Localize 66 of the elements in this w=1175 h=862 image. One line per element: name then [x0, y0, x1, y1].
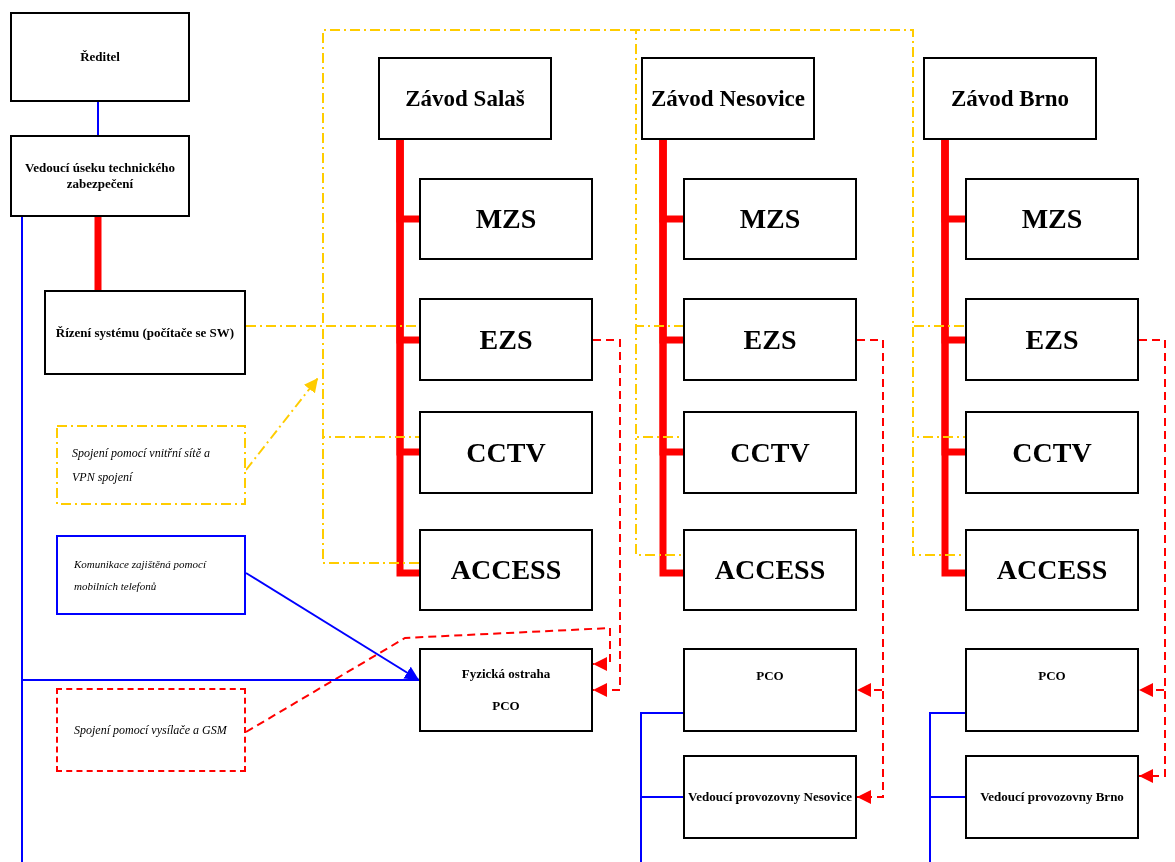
connector-line: [396, 140, 419, 577]
box-text: EZS: [1025, 322, 1079, 357]
org-box: [10, 12, 190, 102]
box-text: Řízení systému (počítače se SW): [55, 324, 235, 341]
box-text: PCO: [756, 668, 784, 684]
box-text: MZS: [1021, 202, 1083, 236]
org-box: [378, 57, 552, 140]
box-text: Vedoucí provozovny Nesovice: [688, 789, 852, 805]
org-box: [683, 648, 857, 732]
box-text: MZS: [739, 202, 801, 236]
box-text: EZS: [479, 322, 533, 357]
box-text: ACCESS: [450, 553, 562, 587]
org-box: [923, 57, 1097, 140]
org-box: [965, 178, 1139, 260]
org-box: [683, 755, 857, 839]
box-text: ACCESS: [714, 553, 826, 587]
box-text: CCTV: [466, 435, 546, 470]
connector-line: [941, 140, 965, 577]
box-text: Závod Nesovice: [651, 84, 805, 113]
arrow: [245, 626, 611, 733]
connector-line: [97, 101, 99, 136]
box-text: PCO: [1038, 668, 1066, 684]
box-text: Vedoucí úseku technického zabezpečení: [24, 160, 176, 192]
org-box: [965, 529, 1139, 611]
org-box: [419, 298, 593, 381]
org-box: [965, 648, 1139, 732]
note-box: [56, 425, 246, 505]
org-box: [965, 298, 1139, 381]
org-box: [641, 57, 815, 140]
org-box: [10, 135, 190, 217]
box-text: Vedoucí provozovny Brno: [980, 789, 1124, 805]
org-box: [965, 755, 1139, 839]
box-text: Závod Brno: [950, 84, 1070, 113]
box-text: ACCESS: [996, 553, 1108, 587]
org-box: [419, 529, 593, 611]
arrow: [592, 339, 621, 697]
arrow: [856, 339, 884, 804]
connector-line: [640, 796, 684, 862]
box-text: Fyzická ostraha: [461, 666, 551, 682]
org-box: [683, 298, 857, 381]
org-box: [683, 178, 857, 260]
connector-line: [94, 217, 102, 290]
box-text: PCO: [492, 698, 520, 714]
arrow: [1138, 339, 1166, 783]
box-text: Spojení pomocí vnitřní sítě a VPN spojení: [72, 445, 211, 486]
connector-line: [929, 796, 966, 862]
org-box: [419, 178, 593, 260]
box-text: Závod Salaš: [405, 84, 525, 113]
note-box: [56, 688, 246, 772]
box-text: Komunikace zajištěná pomocí mobilních telefonů: [74, 557, 208, 594]
box-text: Ředitel: [80, 49, 120, 65]
box-text: CCTV: [730, 435, 810, 470]
box-text: CCTV: [1012, 435, 1092, 470]
org-box: [965, 411, 1139, 494]
box-text: EZS: [743, 322, 797, 357]
arrow: [245, 572, 420, 681]
org-box: [683, 529, 857, 611]
connector-line: [659, 140, 683, 577]
box-text: MZS: [475, 202, 537, 236]
org-box: [419, 411, 593, 494]
arrow: [245, 377, 319, 471]
box-text: Spojení pomocí vysílače a GSM: [74, 722, 227, 739]
note-box: [56, 535, 246, 615]
org-box: [44, 290, 246, 375]
org-box: [683, 411, 857, 494]
org-box: [419, 648, 593, 732]
